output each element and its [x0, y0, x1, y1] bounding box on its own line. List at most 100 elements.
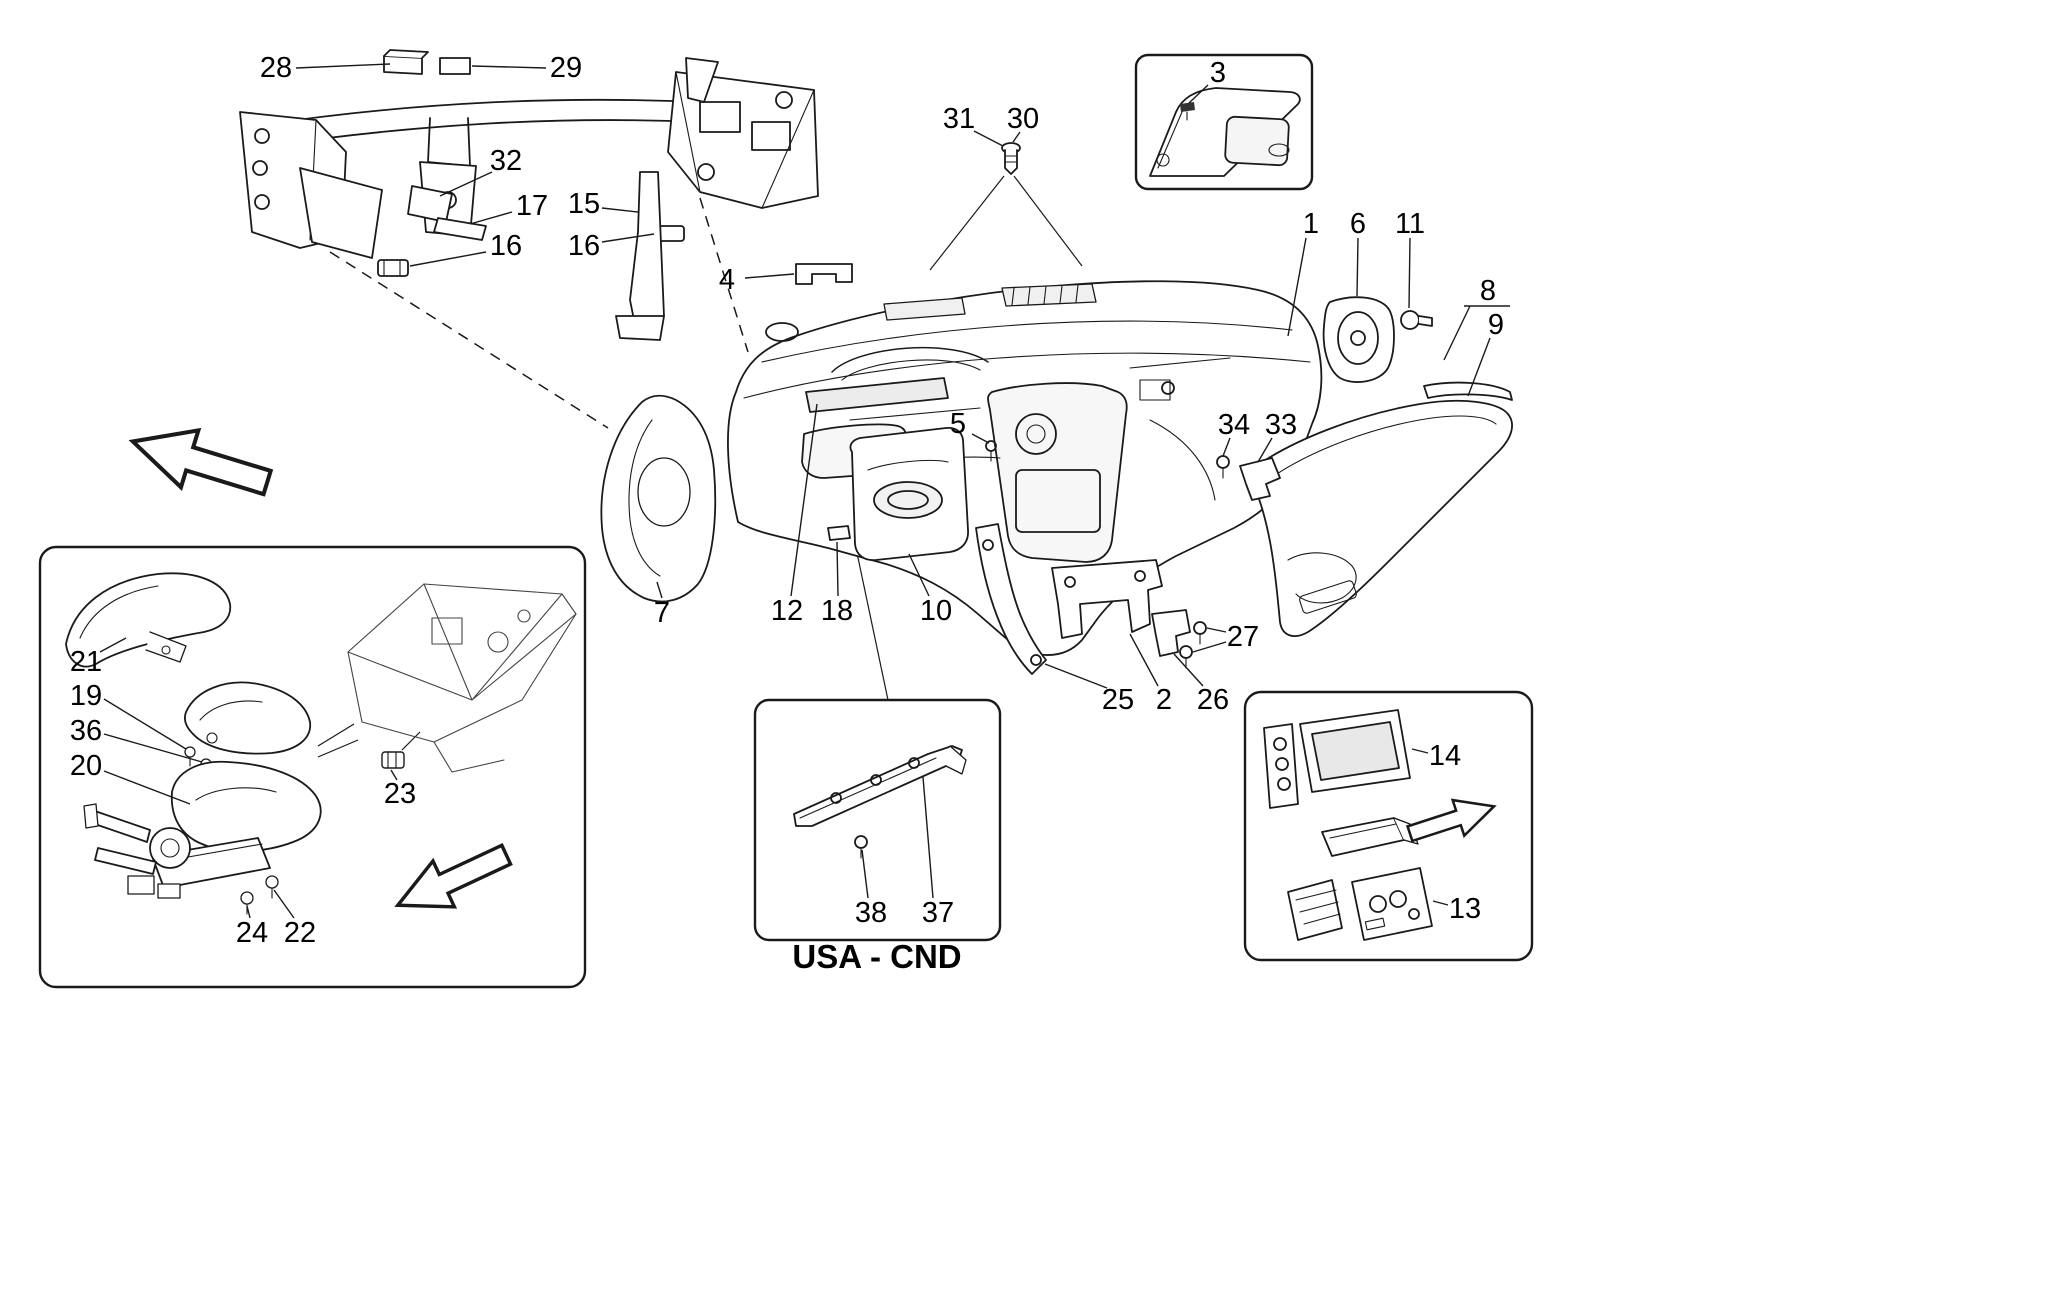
callout-leader-line — [1257, 437, 1273, 463]
callout-label-7: 7 — [654, 597, 670, 629]
callout-leader-line — [836, 541, 839, 597]
callout-leader-line — [273, 889, 295, 919]
callout-label-24: 24 — [236, 917, 268, 949]
vent-bezel-drawing — [1322, 296, 1433, 383]
callout-leader-line — [790, 403, 818, 597]
usa-bracket-drawing — [793, 745, 967, 859]
callout-leader-line — [1432, 900, 1449, 906]
callout-label-29: 29 — [550, 52, 582, 84]
callout-label-6: 6 — [1350, 208, 1366, 240]
callout-leader-line — [922, 776, 934, 899]
callout-3: 3 — [1188, 57, 1226, 104]
callout-15: 15 — [568, 188, 639, 220]
callout-18: 18 — [821, 541, 853, 627]
callout-leader-line — [973, 130, 1004, 147]
inset-box-roof-sensor — [1134, 53, 1314, 191]
callout-label-9: 9 — [1488, 309, 1504, 341]
crossbeam-assembly-drawing — [239, 49, 853, 341]
callout-36: 36 — [70, 715, 203, 763]
callout-5: 5 — [950, 408, 990, 444]
glovebox-lid-drawing — [849, 427, 969, 561]
callout-label-2: 2 — [1156, 684, 1172, 716]
callout-label-32: 32 — [490, 145, 522, 177]
direction-arrow-infotainment — [1402, 787, 1502, 853]
construction-helper-line — [401, 731, 421, 751]
callout-33: 33 — [1257, 409, 1297, 463]
callout-leader-line — [1188, 84, 1209, 104]
callout-11: 11 — [1395, 208, 1425, 309]
callout-label-20: 20 — [70, 750, 102, 782]
callout-label-25: 25 — [1102, 684, 1134, 716]
callout-label-22: 22 — [284, 917, 316, 949]
construction-dashed-line — [699, 197, 749, 353]
callout-16b: 16 — [568, 230, 655, 262]
callout-leader-line — [971, 433, 990, 444]
callout-label-31: 31 — [943, 103, 975, 135]
callout-label-28: 28 — [260, 52, 292, 84]
callout-label-8: 8 — [1480, 275, 1496, 307]
callout-label-1: 1 — [1303, 208, 1319, 240]
callout-6: 6 — [1350, 208, 1366, 297]
callout-37: 37 — [922, 776, 954, 929]
callout-1: 1 — [1287, 208, 1319, 337]
callout-leader-line — [1012, 131, 1021, 143]
callout-leader-line — [1173, 653, 1204, 687]
callout-leader-line — [1467, 337, 1491, 397]
callout-label-16a: 16 — [490, 230, 522, 262]
callout-leader-line — [908, 553, 930, 597]
region-label: USA - CND — [792, 938, 961, 975]
callout-leader-line — [469, 211, 513, 225]
callout-26: 26 — [1173, 653, 1229, 716]
usa-cnd-box — [753, 698, 1002, 942]
callout-label-33: 33 — [1265, 409, 1297, 441]
callout-13: 13 — [1432, 893, 1481, 925]
construction-helper-line — [317, 739, 359, 758]
callout-14: 14 — [1411, 740, 1461, 772]
direction-arrow-main — [124, 413, 276, 511]
callout-22: 22 — [273, 889, 316, 949]
callout-21: 21 — [70, 637, 127, 678]
passenger-trim-drawing — [1247, 381, 1513, 637]
construction-helper-line — [1013, 175, 1083, 267]
infotainment-drawing — [1263, 709, 1433, 941]
callout-leader-line — [439, 171, 493, 197]
infotainment-box — [1243, 690, 1534, 962]
callout-8: 8 — [1443, 275, 1510, 361]
callout-4: 4 — [719, 264, 795, 296]
callout-23: 23 — [384, 769, 416, 810]
callout-label-19: 19 — [70, 680, 102, 712]
callout-label-11: 11 — [1395, 208, 1425, 240]
dashboard-drawing — [727, 280, 1323, 656]
callout-label-30: 30 — [1007, 103, 1039, 135]
callout-leader-line — [1408, 237, 1411, 309]
fastener-30-31-drawing — [1001, 142, 1021, 175]
callout-9: 9 — [1467, 309, 1504, 397]
callout-leader-line — [409, 251, 487, 267]
callout-leader-line — [744, 273, 795, 279]
callout-label-21: 21 — [70, 646, 102, 678]
callout-label-18: 18 — [821, 595, 853, 627]
callout-2: 2 — [1129, 633, 1172, 716]
callout-19: 19 — [70, 680, 187, 750]
direction-arrow-steering — [385, 830, 519, 930]
callout-label-14: 14 — [1429, 740, 1461, 772]
callout-leader-line — [99, 637, 127, 653]
callout-29: 29 — [471, 52, 582, 84]
callout-leader-line — [1287, 237, 1307, 337]
callout-leader-line — [103, 770, 191, 805]
callout-label-37: 37 — [922, 897, 954, 929]
callout-leader-line — [1044, 663, 1108, 689]
callout-24: 24 — [236, 905, 268, 949]
callout-16a: 16 — [409, 230, 522, 267]
callout-leader-line — [1129, 633, 1159, 687]
construction-helper-line — [852, 533, 889, 701]
callout-leader-line — [246, 905, 251, 919]
side-panel-drawing — [600, 394, 717, 603]
callout-leader-line — [471, 65, 547, 69]
callout-label-15: 15 — [568, 188, 600, 220]
construction-dashed-line — [329, 251, 609, 429]
callout-label-16b: 16 — [568, 230, 600, 262]
callout-leader-line — [1222, 437, 1231, 457]
